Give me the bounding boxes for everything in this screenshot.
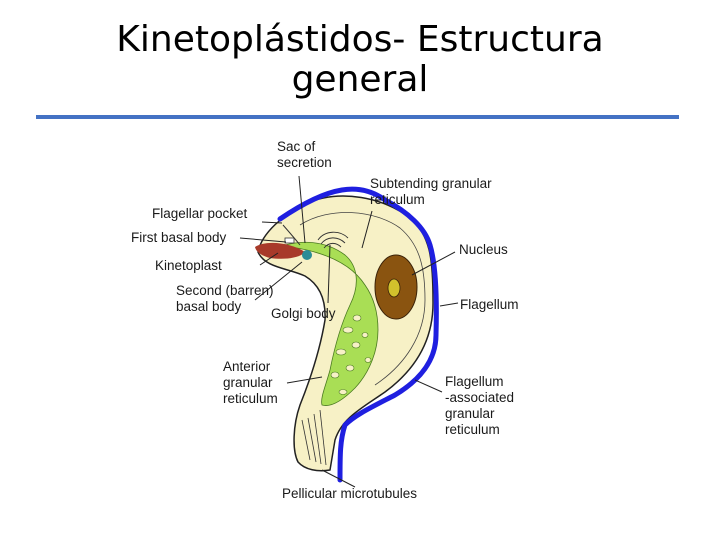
green-reticulum	[281, 241, 379, 406]
reticulum-vesicles	[330, 314, 372, 395]
label-kinetoplast: Kinetoplast	[155, 258, 222, 273]
label-fagr-line-4: reticulum	[445, 422, 500, 437]
label-subtending-line-2: reticulum	[370, 192, 425, 207]
label-first-basal-body: First basal body	[131, 230, 227, 245]
label-anterior-line-2: granular	[223, 375, 273, 390]
label-anterior-line-3: reticulum	[223, 391, 278, 406]
label-anterior-reticulum: Anterior granular reticulum	[223, 359, 278, 407]
label-sac-of-secretion: Sac of secretion	[277, 139, 332, 171]
label-anterior-line-1: Anterior	[223, 359, 271, 374]
title-underline	[36, 115, 679, 119]
slide-title: Kinetoplástidos- Estructura general	[0, 20, 720, 100]
flagellar-pocket	[282, 224, 301, 246]
kinetoplast	[255, 242, 305, 259]
label-pellicular-microtubules: Pellicular microtubules	[282, 486, 418, 501]
label-flagellum: Flagellum	[460, 297, 519, 312]
nucleolus	[387, 278, 401, 298]
label-subtending-line-1: Subtending granular	[370, 176, 492, 191]
label-flagellum-associated-reticulum: Flagellum -associated granular reticulum	[445, 374, 514, 438]
inner-membrane	[299, 212, 426, 386]
label-second-basal-body: Second (barren) basal body	[176, 283, 274, 315]
label-flagellar-pocket: Flagellar pocket	[152, 206, 248, 221]
label-fagr-line-1: Flagellum	[445, 374, 504, 389]
label-sac-line-2: secretion	[277, 155, 332, 170]
golgi-vesicle	[302, 250, 312, 260]
slide-title-line-1: Kinetoplástidos- Estructura	[116, 19, 604, 60]
slide-title-line-2: general	[291, 59, 429, 100]
pellicular-microtubules	[301, 409, 327, 466]
label-fagr-line-3: granular	[445, 406, 495, 421]
label-second-basal-line-1: Second (barren)	[176, 283, 274, 298]
first-basal-body	[284, 237, 295, 244]
label-second-basal-line-2: basal body	[176, 299, 242, 314]
label-sac-line-1: Sac of	[277, 139, 316, 154]
golgi-stacks	[317, 231, 349, 249]
label-fagr-line-2: -associated	[445, 390, 515, 405]
flagellum	[277, 186, 439, 483]
label-nucleus: Nucleus	[459, 242, 508, 257]
label-subtending-reticulum: Subtending granular reticulum	[370, 176, 492, 208]
leader-lines	[239, 175, 459, 488]
label-golgi-body: Golgi body	[271, 306, 336, 321]
